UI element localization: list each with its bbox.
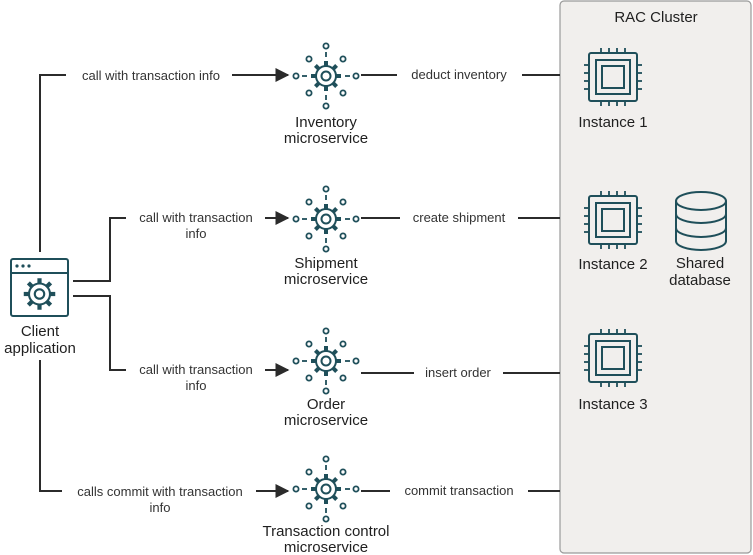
inventory-label-line1: Inventory: [295, 114, 357, 131]
instance-2-label: Instance 2: [578, 256, 647, 273]
action-label-shipment: create shipment: [413, 210, 506, 225]
shipment-label-line2: microservice: [284, 271, 368, 288]
call-label-order-line1: call with transaction: [139, 362, 252, 377]
call-label-order-line2: info: [186, 378, 207, 393]
action-label-order: insert order: [425, 365, 491, 380]
rac-cluster-box: [559, 0, 752, 554]
database-label-line2: database: [669, 272, 731, 289]
inventory-label-line2: microservice: [284, 130, 368, 147]
transaction-control-microservice-icon: [291, 454, 361, 524]
call-label-inventory: call with transaction info: [82, 68, 220, 83]
call-label-shipment-line1: call with transaction: [139, 210, 252, 225]
inventory-microservice-icon: [291, 41, 361, 111]
cluster-title: RAC Cluster: [614, 9, 697, 26]
shipment-label-line1: Shipment: [294, 255, 358, 272]
action-label-commit: commit transaction: [404, 483, 513, 498]
transaction-control-label-line1: Transaction control: [262, 523, 389, 540]
call-label-commit-line2: info: [150, 500, 171, 515]
call-label-shipment-line2: info: [186, 226, 207, 241]
database-label-line1: Shared: [676, 255, 724, 272]
action-label-inventory: deduct inventory: [411, 67, 507, 82]
call-label-commit-line1: calls commit with transaction: [77, 484, 242, 499]
order-label-line2: microservice: [284, 412, 368, 429]
client-label-line1: Client: [21, 323, 60, 340]
cluster-connectors: [361, 74, 560, 492]
instance-3-label: Instance 3: [578, 396, 647, 413]
client-application-icon: [10, 258, 69, 317]
transaction-control-label-line2: microservice: [284, 539, 368, 555]
shared-database-icon: [675, 191, 727, 251]
client-label-line2: application: [4, 340, 76, 357]
instance-1-label: Instance 1: [578, 114, 647, 131]
shipment-microservice-icon: [291, 184, 361, 254]
order-label-line1: Order: [307, 396, 345, 413]
order-microservice-icon: [291, 326, 361, 396]
client-connectors: [39, 68, 290, 498]
